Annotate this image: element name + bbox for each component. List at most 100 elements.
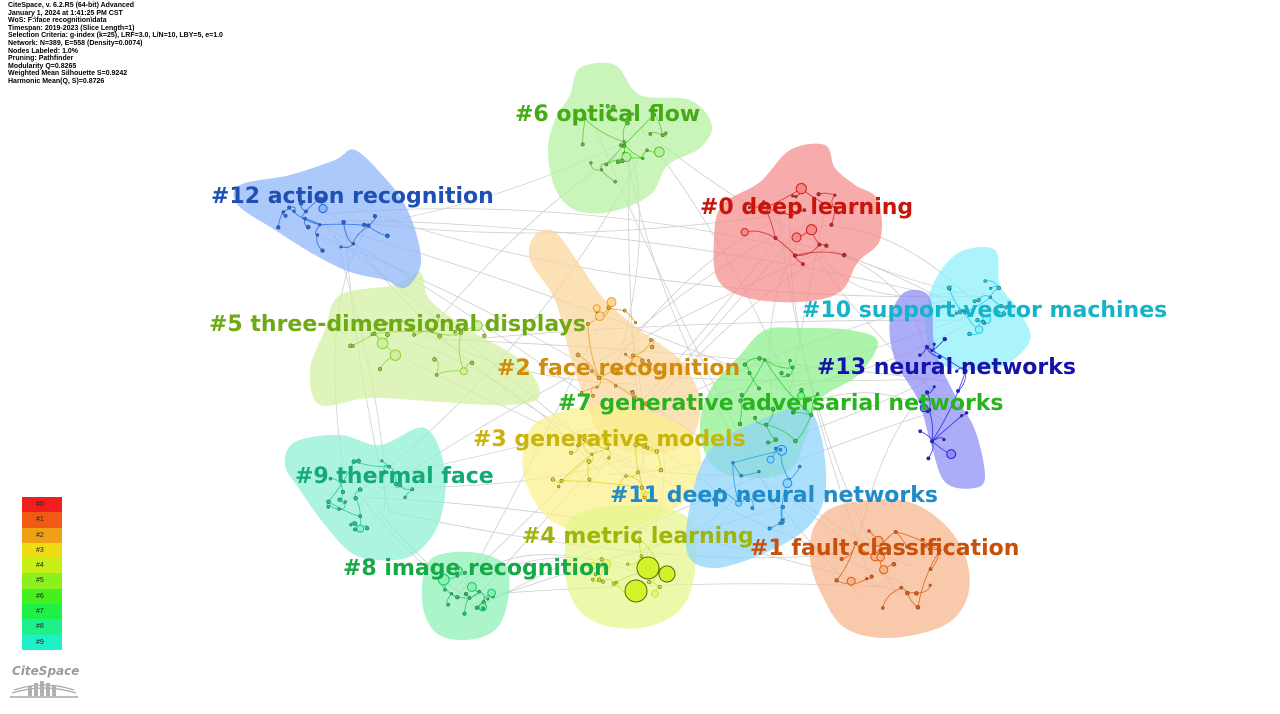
network-node (276, 225, 281, 230)
legend-item: #9 (22, 634, 62, 650)
cluster-label-3: #3 generative models (473, 427, 746, 452)
network-node (582, 437, 587, 442)
network-node (430, 330, 434, 334)
network-node (356, 524, 365, 533)
network-node (791, 409, 796, 414)
network-node (786, 373, 790, 378)
network-node (834, 578, 839, 583)
network-node (321, 197, 326, 202)
network-node (967, 331, 972, 337)
network-node (865, 576, 869, 581)
network-node (766, 440, 770, 445)
network-node (770, 406, 776, 412)
network-node (611, 104, 616, 110)
network-node (801, 262, 805, 266)
cluster-label-10: #10 support vector machines (802, 298, 1168, 323)
network-edge (427, 338, 948, 382)
network-node (594, 311, 605, 322)
cluster-edge-0 (794, 251, 845, 256)
network-node (283, 213, 288, 218)
cluster-hull-11 (685, 407, 827, 568)
cluster-edge-3 (561, 453, 593, 482)
network-node (946, 449, 957, 460)
network-node (385, 332, 390, 338)
legend-item: #0 (22, 497, 62, 513)
network-node (337, 497, 342, 502)
cluster-label-1: #1 fault classification (750, 536, 1020, 561)
network-node (932, 385, 936, 389)
network-node (318, 223, 322, 227)
network-node (599, 557, 604, 562)
network-node (595, 385, 599, 389)
network-node (590, 452, 594, 456)
network-node (576, 443, 581, 448)
cluster-edge-1 (917, 549, 941, 608)
network-node (809, 413, 814, 418)
network-node (589, 161, 593, 165)
network-node (793, 438, 798, 444)
network-node (337, 507, 341, 511)
network-node (604, 162, 609, 167)
network-node (658, 467, 664, 473)
network-node (999, 304, 1004, 309)
network-node (463, 591, 469, 597)
network-node (643, 495, 647, 499)
network-node (609, 115, 613, 120)
network-node (918, 353, 922, 357)
network-node (925, 409, 930, 414)
network-node (918, 429, 923, 434)
network-node (802, 208, 807, 213)
network-node (394, 481, 399, 487)
network-node (305, 224, 311, 230)
network-node (466, 582, 477, 592)
network-node (853, 541, 858, 546)
logo-book-icon (10, 681, 78, 698)
network-node (598, 437, 610, 449)
network-node (596, 375, 602, 381)
network-node (382, 469, 387, 474)
network-node (649, 344, 655, 350)
network-node (731, 461, 735, 465)
network-node (615, 369, 620, 374)
network-node (458, 330, 464, 335)
network-node (385, 233, 390, 239)
cluster-label-12: #12 action recognition (211, 184, 494, 209)
network-node (398, 483, 403, 488)
cluster-label-13: #13 neural networks (817, 355, 1076, 380)
network-node (1004, 305, 1008, 309)
metadata-line: CiteSpace, v. 6.2.R5 (64-bit) Advanced (8, 2, 135, 9)
network-node (958, 309, 963, 315)
network-node (712, 497, 717, 502)
network-node (593, 572, 598, 577)
network-node (739, 473, 744, 478)
network-node (443, 588, 447, 592)
network-node (919, 399, 923, 404)
cluster-hull-4 (564, 504, 697, 629)
network-node (652, 112, 657, 117)
network-node (486, 597, 490, 601)
network-node (436, 314, 440, 318)
network-node (384, 321, 388, 326)
network-node (599, 168, 604, 172)
network-node (472, 320, 483, 331)
network-node (455, 595, 460, 600)
network-node (580, 142, 585, 147)
network-node (641, 156, 645, 160)
cluster-edge-11 (732, 462, 740, 504)
cluster-hull-10 (925, 246, 1031, 371)
network-node (639, 554, 644, 558)
network-node (651, 589, 659, 598)
network-node (955, 369, 959, 373)
network-node (794, 195, 798, 199)
cluster-hulls (233, 62, 1031, 641)
metadata-line: Network: N=389, E=558 (Density=0.0074) (8, 39, 143, 47)
network-node (905, 590, 910, 596)
network-node (780, 504, 785, 510)
network-node (782, 478, 793, 489)
network-node (760, 202, 765, 207)
network-node (353, 496, 358, 501)
cluster-label-4: #4 metric learning (522, 524, 754, 549)
network-node (926, 456, 931, 461)
network-node (923, 543, 927, 548)
